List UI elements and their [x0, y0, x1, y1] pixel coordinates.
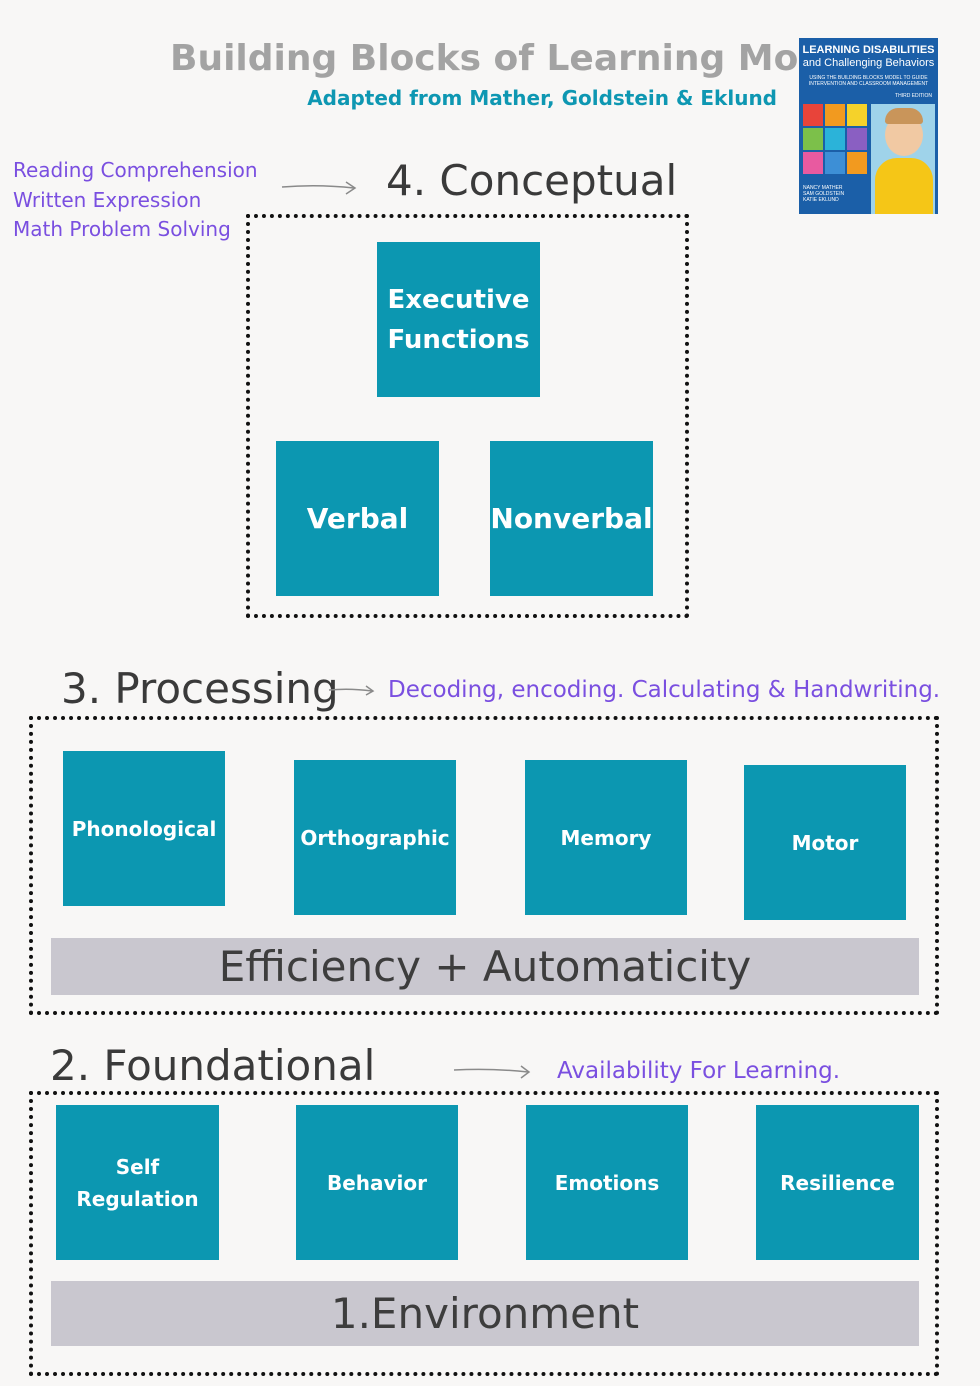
- book-title: LEARNING DISABILITIES and Challenging Be…: [799, 44, 938, 70]
- book-title-line1: LEARNING DISABILITIES: [802, 44, 935, 56]
- book-cover-image: LEARNING DISABILITIES and Challenging Be…: [799, 38, 938, 214]
- book-subtitle-line1: USING THE BUILDING BLOCKS MODEL TO GUIDE: [809, 75, 928, 81]
- block-self-regulation: Self Regulation: [56, 1105, 219, 1260]
- arrow-right-icon: [281, 181, 357, 195]
- foundational-note: Availability For Learning.: [557, 1058, 841, 1084]
- executive-line1: Executive: [387, 284, 530, 315]
- book-tile: [825, 104, 845, 126]
- boy-shirt-icon: [875, 158, 933, 214]
- conceptual-frame: [246, 214, 689, 618]
- note-reading-comprehension: Reading Comprehension: [13, 158, 258, 182]
- arrow-right-icon: [453, 1065, 531, 1079]
- book-tile: [847, 104, 867, 126]
- heading-processing: 3. Processing: [61, 664, 339, 713]
- block-memory: Memory: [525, 760, 687, 915]
- book-tile: [825, 128, 845, 150]
- book-author: SAM GOLDSTEIN: [803, 191, 845, 197]
- block-motor: Motor: [744, 765, 906, 920]
- arrow-right-icon: [328, 685, 375, 696]
- block-phonological: Phonological: [63, 751, 225, 906]
- book-subtitle: USING THE BUILDING BLOCKS MODEL TO GUIDE…: [799, 75, 938, 87]
- page-title: Building Blocks of Learning Model: [170, 38, 861, 79]
- processing-frame: [29, 716, 939, 1015]
- block-emotions: Emotions: [526, 1105, 688, 1260]
- bar-efficiency-automaticity: Efficiency + Automaticity: [51, 938, 919, 995]
- heading-conceptual: 4. Conceptual: [386, 156, 678, 205]
- book-tile: [803, 128, 823, 150]
- book-tile: [825, 152, 845, 174]
- book-tile: [803, 104, 823, 126]
- note-math-problem-solving: Math Problem Solving: [13, 217, 231, 241]
- block-executive-functions: Executive Functions: [377, 242, 540, 397]
- boy-hair-icon: [885, 108, 923, 124]
- book-tile: [803, 152, 823, 174]
- book-subtitle-line2: INTERVENTION AND CLASSROOM MANAGEMENT: [808, 81, 929, 87]
- book-tile: [847, 152, 867, 174]
- book-edition: THIRD EDITION: [895, 93, 932, 99]
- book-author: KATIE EKLUND: [803, 197, 839, 203]
- book-title-line2: and Challenging Behaviors: [802, 57, 935, 69]
- page-subtitle: Adapted from Mather, Goldstein & Eklund: [307, 86, 777, 110]
- bar-environment: 1.Environment: [51, 1281, 919, 1346]
- book-author: NANCY MATHER: [803, 185, 843, 191]
- block-behavior: Behavior: [296, 1105, 458, 1260]
- book-tile: [847, 128, 867, 150]
- note-written-expression: Written Expression: [13, 187, 202, 212]
- block-nonverbal: Nonverbal: [490, 441, 653, 596]
- self-regulation-line2: Regulation: [76, 1186, 199, 1211]
- executive-line2: Functions: [387, 324, 530, 355]
- foundational-frame: [29, 1091, 939, 1376]
- heading-foundational: 2. Foundational: [50, 1041, 376, 1090]
- block-verbal: Verbal: [276, 441, 439, 596]
- self-regulation-line1: Self: [115, 1154, 160, 1179]
- book-authors: NANCY MATHER SAM GOLDSTEIN KATIE EKLUND: [803, 185, 844, 203]
- block-resilience: Resilience: [756, 1105, 919, 1260]
- processing-note: Decoding, encoding. Calculating & Handwr…: [388, 677, 941, 703]
- conceptual-notes: Reading Comprehension Written Expression…: [13, 156, 258, 245]
- block-orthographic: Orthographic: [294, 760, 456, 915]
